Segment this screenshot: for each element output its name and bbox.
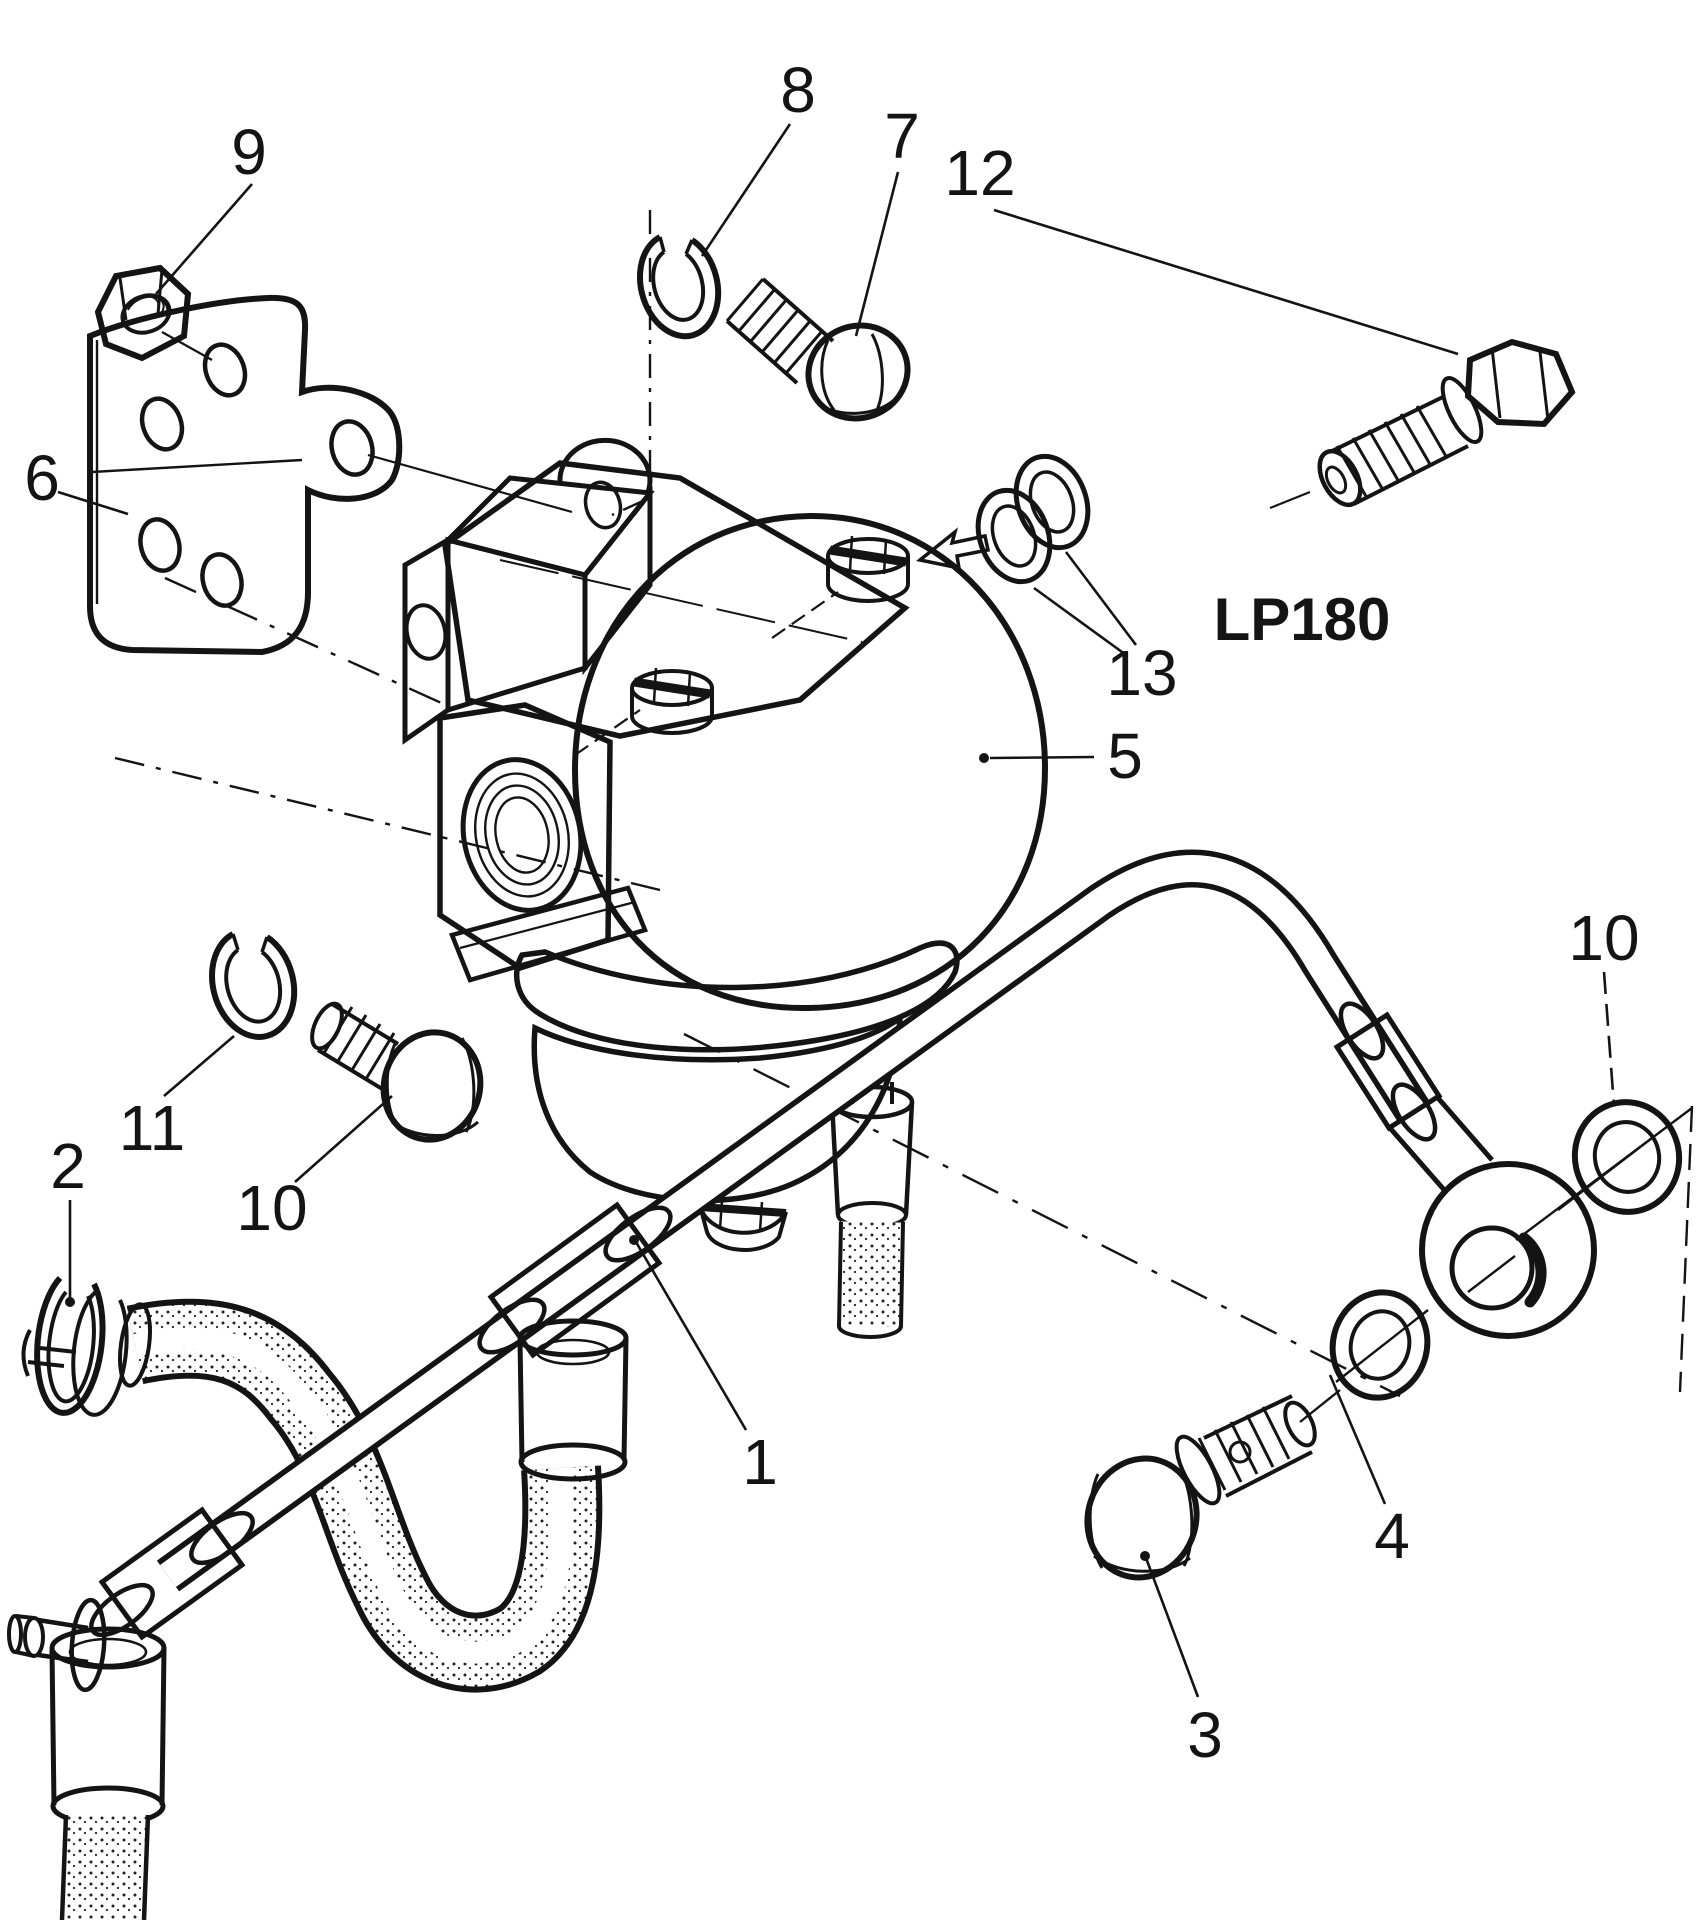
mounting-bracket — [87, 294, 403, 656]
callout-10-right-label[interactable]: 10 — [1568, 902, 1639, 974]
callout-9-label[interactable]: 9 — [231, 116, 267, 188]
bolt-10-left — [310, 1001, 484, 1143]
callout-labels: 1 2 3 4 5 6 7 8 9 10 10 11 12 13 — [24, 54, 1639, 1771]
callout-1-label[interactable]: 1 — [742, 1426, 778, 1498]
callout-11-label[interactable]: 11 — [119, 1092, 185, 1164]
banjo-bolt-12 — [1269, 338, 1576, 510]
hose-clamp — [21, 1275, 129, 1417]
callout-5-label[interactable]: 5 — [1107, 720, 1143, 792]
head-rim — [513, 940, 960, 1053]
callout-2-label[interactable]: 2 — [50, 1130, 86, 1202]
callout-3-label[interactable]: 3 — [1187, 1699, 1223, 1771]
callout-6-label[interactable]: 6 — [24, 442, 60, 514]
tee-connector-left — [7, 1506, 255, 1920]
sealing-washer-4 — [1329, 1289, 1431, 1401]
sealing-washer-10-right — [1571, 1099, 1683, 1215]
bolt-7 — [725, 277, 911, 422]
banjo-eye — [1388, 1096, 1597, 1339]
head-screw-plug-right — [771, 535, 910, 639]
callout-10-left-label[interactable]: 10 — [236, 1172, 307, 1244]
callout-7-label[interactable]: 7 — [884, 100, 920, 172]
part-code-label: LP180 — [1214, 586, 1391, 653]
head-dome — [571, 512, 1049, 1012]
leader-lines — [57, 123, 1616, 1698]
axis-lines — [1299, 1137, 1653, 1423]
u-hose — [118, 1298, 603, 1693]
tee-connector-right — [829, 1082, 915, 1339]
filter-bowl — [531, 1012, 904, 1204]
callout-4-label[interactable]: 4 — [1374, 1500, 1410, 1572]
spring-washer-8 — [637, 234, 722, 340]
fuel-pipe — [156, 849, 1431, 1592]
filter-head — [402, 437, 1049, 1252]
sealing-washers-13 — [975, 453, 1091, 585]
callout-8-label[interactable]: 8 — [780, 54, 816, 126]
flow-arrow-icon — [915, 527, 991, 571]
head-top-plate — [442, 460, 910, 739]
head-bracket-arm — [402, 437, 655, 745]
banjo-union-sleeve — [1333, 1001, 1443, 1142]
drain-plug — [698, 1199, 788, 1252]
callout-13-label[interactable]: 13 — [1106, 637, 1177, 709]
inlet-port — [437, 702, 649, 983]
callout-12-label[interactable]: 12 — [944, 137, 1015, 209]
hex-nut — [94, 264, 192, 362]
head-screw-plug-left — [574, 667, 714, 756]
spring-washer-11 — [209, 931, 298, 1040]
banjo-bolt-3 — [1084, 1394, 1317, 1581]
tee-connector-center — [477, 1201, 673, 1482]
